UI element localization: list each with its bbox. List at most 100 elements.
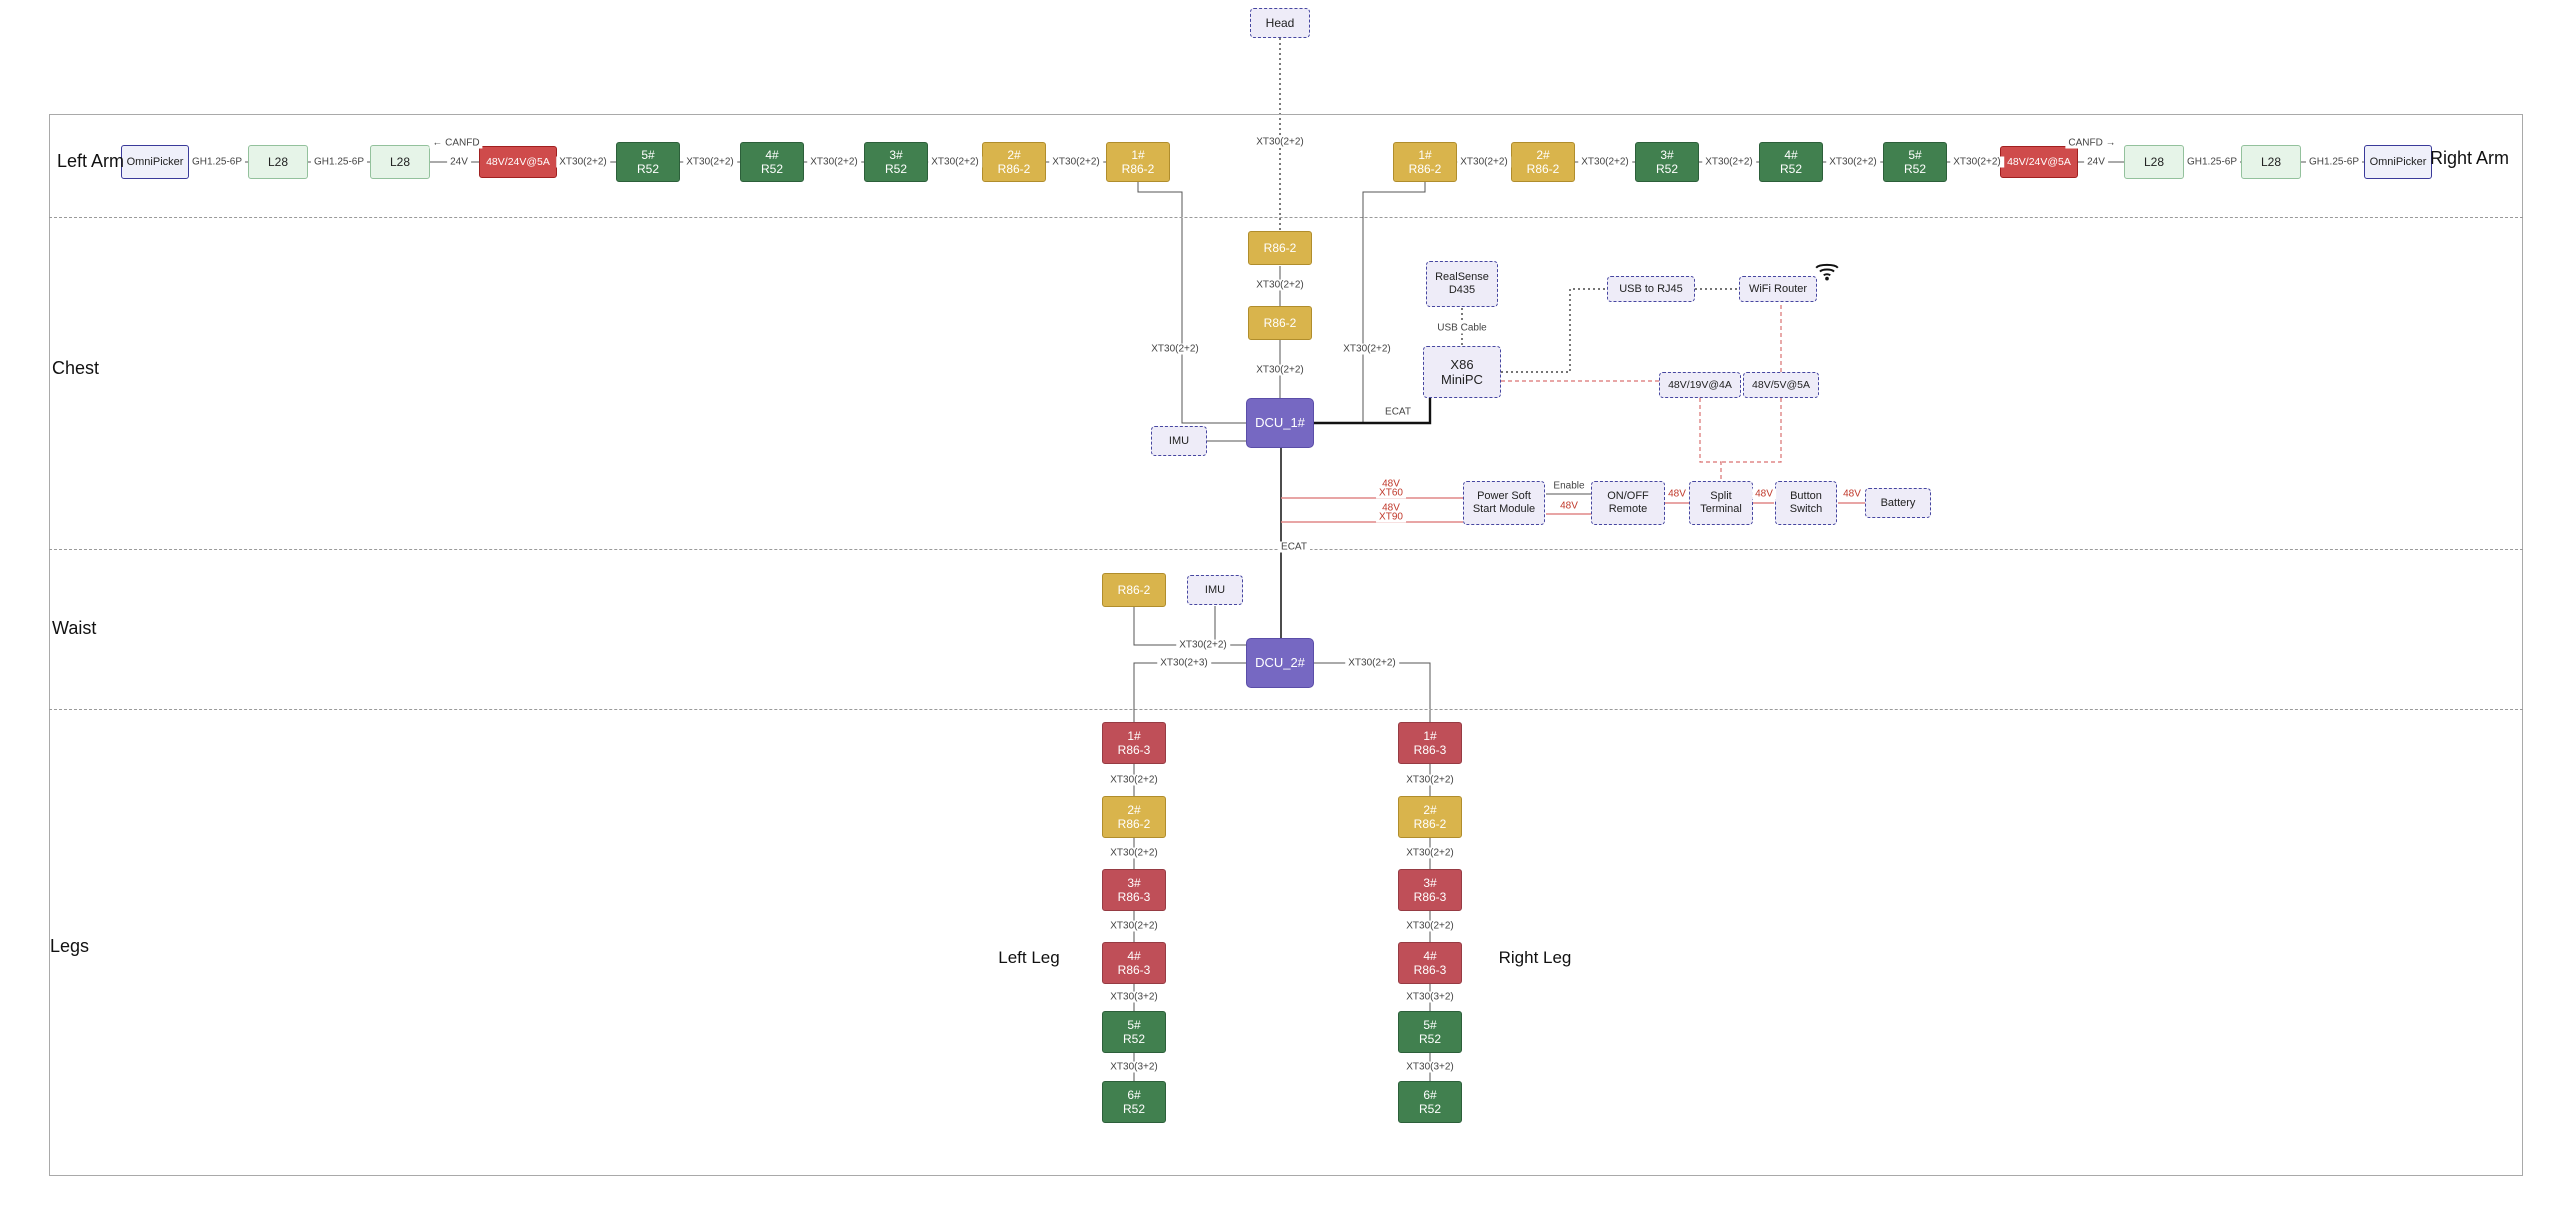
left-arm-power-48v-24v: 48V/24V@5A	[479, 146, 557, 178]
wifi-router: WiFi Router	[1739, 276, 1817, 302]
power-label-48v: 48V	[1557, 500, 1581, 512]
chest-imu: IMU	[1151, 426, 1207, 456]
dcdc-48v-19v: 48V/19V@4A	[1659, 372, 1741, 398]
left-arm-motor-3: 3#R52	[864, 142, 928, 182]
section-label-right-arm: Right Arm	[2430, 148, 2510, 168]
usb-cable-label: USB Cable	[1434, 322, 1490, 334]
left-leg-motor-4: 4#R86-3	[1102, 942, 1166, 984]
right-leg-motor-3: 3#R86-3	[1398, 869, 1462, 911]
left-arm-omnipicker: OmniPicker	[121, 145, 189, 179]
right-arm-power-48v-24v: 48V/24V@5A	[2000, 146, 2078, 178]
edge-label: GH1.25-6P	[310, 156, 368, 168]
chest-motor-2: R86-2	[1248, 306, 1312, 340]
edge-label: XT30(2+2)	[1107, 774, 1161, 786]
edge-label: GH1.25-6P	[188, 156, 246, 168]
edge-label: XT30(2+2)	[1176, 639, 1230, 651]
left-leg-motor-1: 1#R86-3	[1102, 722, 1166, 764]
left-leg-motor-5: 5#R52	[1102, 1011, 1166, 1053]
edge-label: XT30(2+2)	[928, 156, 982, 168]
edge-label: XT30(3+2)	[1107, 991, 1161, 1003]
power-label-xt90: XT90	[1376, 511, 1406, 523]
section-label-left-arm: Left Arm	[57, 151, 125, 171]
right-leg-motor-1: 1#R86-3	[1398, 722, 1462, 764]
waist-motor: R86-2	[1102, 573, 1166, 607]
chest-motor-1: R86-2	[1248, 231, 1312, 265]
edge-label: XT30(2+2)	[683, 156, 737, 168]
diagram-frame	[49, 114, 2523, 1176]
label-left-leg: Left Leg	[998, 948, 1060, 967]
edge-label: XT30(2+2)	[1702, 156, 1756, 168]
power-label-48v: 48V	[1665, 488, 1689, 500]
edge-label: XT30(2+2)	[1578, 156, 1632, 168]
right-arm-motor-2: 2#R86-2	[1511, 142, 1575, 182]
right-leg-motor-6: 6#R52	[1398, 1081, 1462, 1123]
edge-label-right-arm-drop: XT30(2+2)	[1340, 343, 1394, 355]
right-leg-motor-4: 4#R86-3	[1398, 942, 1462, 984]
separator-arms-chest	[49, 217, 2523, 218]
edge-label: XT30(2+2)	[1107, 920, 1161, 932]
left-arm-motor-4: 4#R52	[740, 142, 804, 182]
edge-label-head: XT30(2+2)	[1253, 136, 1307, 148]
canfd-arrow-right-icon: →	[2105, 137, 2116, 149]
edge-label: 24V	[447, 156, 471, 168]
edge-label: XT30(3+2)	[1403, 991, 1457, 1003]
right-arm-omnipicker: OmniPicker	[2364, 145, 2432, 179]
edge-label: XT30(2+2)	[1403, 920, 1457, 932]
left-arm-motor-1: 1#R86-2	[1106, 142, 1170, 182]
edge-label: XT30(2+2)	[1403, 847, 1457, 859]
section-label-chest: Chest	[52, 358, 100, 378]
left-arm-l28-2: L28	[370, 145, 430, 179]
dcdc-48v-5v: 48V/5V@5A	[1743, 372, 1819, 398]
canfd-label-right: CANFD →	[2065, 137, 2119, 149]
power-label-48v: 48V	[1379, 478, 1403, 490]
dcu2-node: DCU_2#	[1246, 638, 1314, 688]
right-arm-motor-1: 1#R86-2	[1393, 142, 1457, 182]
ecat-label-trunk: ECAT	[1278, 541, 1310, 553]
power-label-48v: 48V	[1752, 488, 1776, 500]
right-arm-motor-4: 4#R52	[1759, 142, 1823, 182]
edge-label: XT30(3+2)	[1403, 1061, 1457, 1073]
right-leg-motor-2: 2#R86-2	[1398, 796, 1462, 838]
edge-label: XT30(2+2)	[807, 156, 861, 168]
edge-label: 24V	[2084, 156, 2108, 168]
section-label-legs: Legs	[50, 936, 90, 956]
section-label-waist: Waist	[52, 618, 97, 638]
power-label-48v: 48V	[1379, 502, 1403, 514]
head-node: Head	[1250, 8, 1310, 38]
usb-to-rj45: USB to RJ45	[1607, 276, 1695, 302]
power-label-xt60: XT60	[1376, 487, 1406, 499]
edge-label: XT30(3+2)	[1107, 1061, 1161, 1073]
right-arm-l28-2: L28	[2241, 145, 2301, 179]
power-label-48v: 48V	[1840, 488, 1864, 500]
waist-imu: IMU	[1187, 575, 1243, 605]
enable-label: Enable	[1550, 480, 1588, 492]
left-leg-motor-6: 6#R52	[1102, 1081, 1166, 1123]
ecat-label-dcu1: ECAT	[1382, 406, 1414, 418]
canfd-arrow-left-icon: ←	[432, 137, 443, 149]
right-arm-motor-5: 5#R52	[1883, 142, 1947, 182]
edge-label: XT30(2+2)	[556, 156, 610, 168]
left-arm-l28-1: L28	[248, 145, 308, 179]
wifi-icon	[1814, 260, 1840, 287]
canfd-label-left: ← CANFD	[429, 137, 483, 149]
separator-waist-legs	[49, 709, 2523, 710]
edge-label: XT30(2+2)	[1826, 156, 1880, 168]
edge-label: XT30(2+2)	[1107, 847, 1161, 859]
battery: Battery	[1865, 488, 1931, 518]
right-arm-l28-1: L28	[2124, 145, 2184, 179]
left-arm-motor-2: 2#R86-2	[982, 142, 1046, 182]
edge-label: XT30(2+2)	[1049, 156, 1103, 168]
edge-label: GH1.25-6P	[2183, 156, 2241, 168]
edge-label: XT30(2+2)	[1403, 774, 1457, 786]
edge-label: XT30(2+2)	[1950, 156, 2004, 168]
label-right-leg: Right Leg	[1498, 948, 1572, 967]
right-arm-motor-3: 3#R52	[1635, 142, 1699, 182]
edge-label-left-leg-branch: XT30(2+3)	[1157, 657, 1211, 669]
left-leg-motor-3: 3#R86-3	[1102, 869, 1166, 911]
